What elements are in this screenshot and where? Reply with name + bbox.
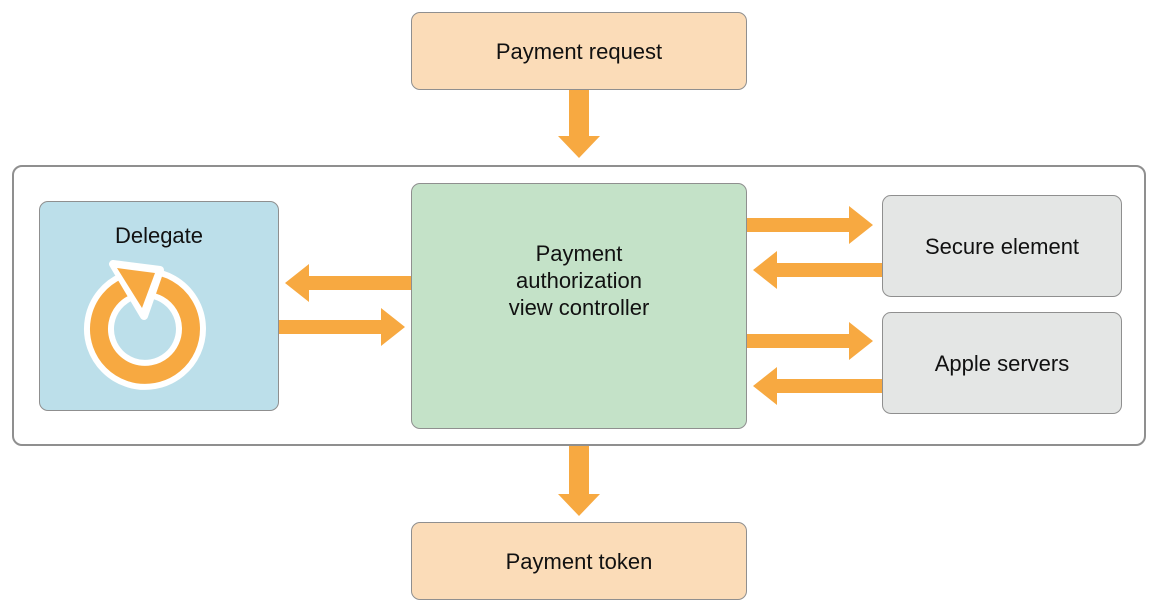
arrow-left-controller-to-delegate [285,264,411,302]
arrow-down-request-to-controller [558,90,600,158]
payment-token-node: Payment token [411,522,747,600]
apple-servers-label: Apple servers [934,350,1070,376]
arrow-right-controller-to-secure-element [747,206,873,244]
arrow-left-apple-servers-to-controller [753,367,882,405]
delegate-label: Delegate [114,223,204,248]
payment-request-label: Payment request [495,38,663,64]
arrow-left-secure-element-to-controller [753,251,882,289]
arrow-right-delegate-to-controller [279,308,405,346]
secure-element-node: Secure element [882,195,1122,297]
payment-request-node: Payment request [411,12,747,90]
circular-refresh-icon [84,260,206,390]
arrow-right-controller-to-apple-servers [747,322,873,360]
payment-authorization-controller-node: Payment authorization view controller [411,183,747,429]
controller-label: Payment authorization view controller [508,240,650,320]
apple-servers-node: Apple servers [882,312,1122,414]
secure-element-label: Secure element [924,233,1080,259]
payment-token-label: Payment token [505,548,653,574]
arrow-down-controller-to-token [558,446,600,516]
